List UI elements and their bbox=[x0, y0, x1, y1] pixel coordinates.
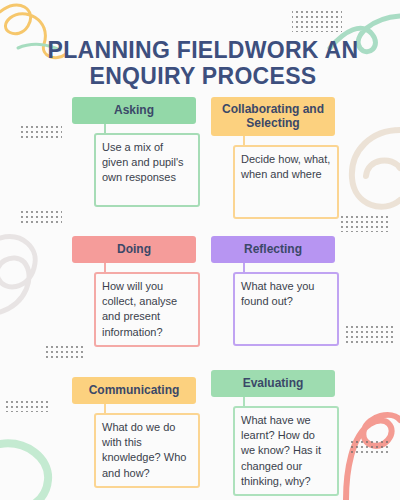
question-box: What do we do with this knowledge? Who a… bbox=[94, 413, 200, 488]
stage-heading: Reflecting bbox=[211, 236, 335, 263]
dot-grid bbox=[350, 440, 390, 456]
dot-grid bbox=[346, 324, 394, 344]
dot-grid bbox=[18, 208, 62, 226]
question-box: Decide how, what, when and where bbox=[233, 145, 339, 219]
stage-card: DoingHow will you collect, analyse and p… bbox=[72, 236, 200, 347]
stage-heading: Communicating bbox=[72, 377, 196, 404]
question-box: Use a mix of given and pupil's own respo… bbox=[94, 133, 200, 207]
question-box: What have we learnt? How do we know? Has… bbox=[233, 406, 339, 496]
stage-card: AskingUse a mix of given and pupil's own… bbox=[72, 97, 200, 207]
swirl bbox=[352, 130, 400, 207]
stage-heading: Evaluating bbox=[211, 370, 335, 397]
arc bbox=[0, 443, 48, 500]
question-box: How will you collect, analyse and presen… bbox=[94, 272, 200, 347]
stage-card: Collaborating and SelectingDecide how, w… bbox=[211, 97, 339, 219]
stage-card: EvaluatingWhat have we learnt? How do we… bbox=[211, 370, 339, 496]
spiral bbox=[346, 415, 400, 500]
stage-heading: Collaborating and Selecting bbox=[211, 97, 335, 136]
dot-grid bbox=[18, 124, 62, 140]
dot-grid bbox=[4, 398, 48, 412]
title: PLANNING FIELDWORK AN ENQUIRY PROCESS bbox=[40, 37, 366, 89]
question-box: What have you found out? bbox=[233, 272, 339, 346]
stage-card: ReflectingWhat have you found out? bbox=[211, 236, 339, 346]
dot-grid bbox=[292, 10, 342, 32]
stage-heading: Asking bbox=[72, 97, 196, 124]
dot-grid bbox=[44, 344, 84, 358]
stage-card: CommunicatingWhat do we do with this kno… bbox=[72, 377, 200, 488]
swirl bbox=[0, 237, 35, 312]
dot-grid bbox=[338, 214, 388, 232]
stage-heading: Doing bbox=[72, 236, 196, 263]
